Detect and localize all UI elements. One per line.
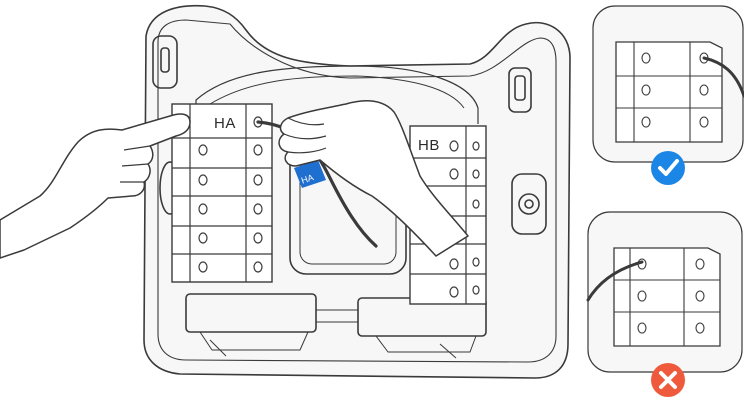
terminal-label-ha: HA bbox=[214, 115, 236, 132]
checkmark-icon bbox=[651, 151, 685, 185]
inset-correct bbox=[593, 6, 744, 185]
inset-incorrect bbox=[588, 212, 742, 397]
cross-icon bbox=[651, 363, 685, 397]
terminal-label-hb: HB bbox=[418, 137, 440, 154]
